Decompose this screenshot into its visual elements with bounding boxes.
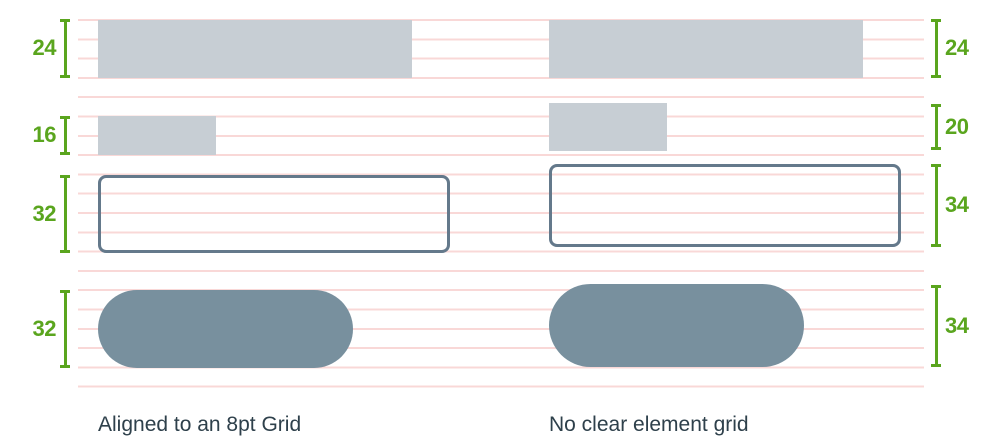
aligned-bar-24 <box>98 20 412 78</box>
unaligned-outlined-rect-34 <box>549 164 901 247</box>
measure-bracket-right-24 <box>931 19 941 78</box>
aligned-pill-32 <box>98 290 353 368</box>
measure-label-left-32b: 32 <box>32 316 57 341</box>
measure-label-right-34a: 34 <box>945 192 969 217</box>
measure-bracket-left-32b <box>60 290 70 368</box>
measure-bracket-left-24 <box>60 19 70 78</box>
unaligned-bar-24 <box>549 20 863 78</box>
measure-label-left-24: 24 <box>32 35 57 60</box>
unaligned-bar-20 <box>549 103 667 151</box>
measure-label-right-34b: 34 <box>945 313 969 338</box>
measure-bracket-right-20 <box>931 104 941 150</box>
measure-bracket-right-34b <box>931 285 941 367</box>
measure-label-left-32a: 32 <box>32 201 57 226</box>
caption-aligned-grid: Aligned to an 8pt Grid <box>98 413 302 436</box>
caption-no-grid: No clear element grid <box>549 413 749 436</box>
aligned-outlined-rect-32 <box>98 175 450 253</box>
unaligned-pill-34 <box>549 284 804 367</box>
measure-label-right-20: 20 <box>945 114 969 139</box>
aligned-bar-16 <box>98 116 216 155</box>
measure-bracket-left-32a <box>60 175 70 253</box>
measure-bracket-right-34a <box>931 164 941 247</box>
measure-label-left-16: 16 <box>32 122 57 147</box>
measure-bracket-left-16 <box>60 116 70 155</box>
measure-label-right-24: 24 <box>945 35 969 60</box>
